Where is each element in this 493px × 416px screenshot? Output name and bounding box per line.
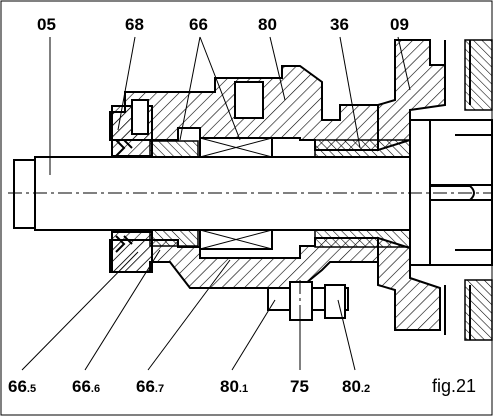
callout-80-2: 80.2: [342, 377, 370, 396]
leader-36: [339, 36, 361, 149]
spring-bottom-cross: [199, 229, 273, 250]
lip-seal-top: [115, 139, 133, 157]
callout-66: 66: [189, 15, 208, 34]
shaft-sleeve-bottom: [314, 228, 411, 248]
leader-66-5: [21, 251, 139, 371]
callout-68: 68: [125, 15, 144, 34]
callout-66-7: 66.7: [136, 377, 164, 396]
leader-80-2: [337, 299, 356, 371]
spring-top-cross: [199, 137, 273, 158]
leader-80-1: [231, 299, 276, 371]
leader-09: [397, 36, 411, 91]
bolt-nut: [289, 281, 313, 321]
keyway: [430, 185, 475, 201]
figure-caption: fig.21: [432, 376, 476, 396]
gland-screw: [131, 99, 149, 135]
leader-66: [179, 36, 241, 141]
leader-80: [269, 36, 286, 101]
leader-66-6: [84, 249, 161, 371]
bolt-washer: [324, 284, 346, 319]
seal-ring-top: [149, 140, 199, 158]
callout-80: 80: [258, 15, 277, 34]
callout-66-6: 66.6: [72, 377, 100, 396]
shaft-sleeve-top: [314, 139, 411, 159]
callout-36: 36: [330, 15, 349, 34]
leader-66-7: [147, 259, 231, 371]
impeller-blade-bottom: [464, 279, 493, 341]
callout-80-1: 80.1: [220, 377, 248, 396]
callout-66-5: 66.5: [8, 377, 36, 396]
callout-75: 75: [290, 377, 309, 396]
casing-top: [377, 39, 446, 152]
lip-seal-bottom: [115, 235, 133, 253]
callout-09: 09: [390, 15, 409, 34]
housing-plug: [234, 81, 264, 119]
impeller-blade-top: [464, 39, 493, 111]
callout-05: 05: [37, 15, 56, 34]
leader-68: [117, 36, 136, 131]
seal-ring-bottom: [149, 229, 199, 247]
